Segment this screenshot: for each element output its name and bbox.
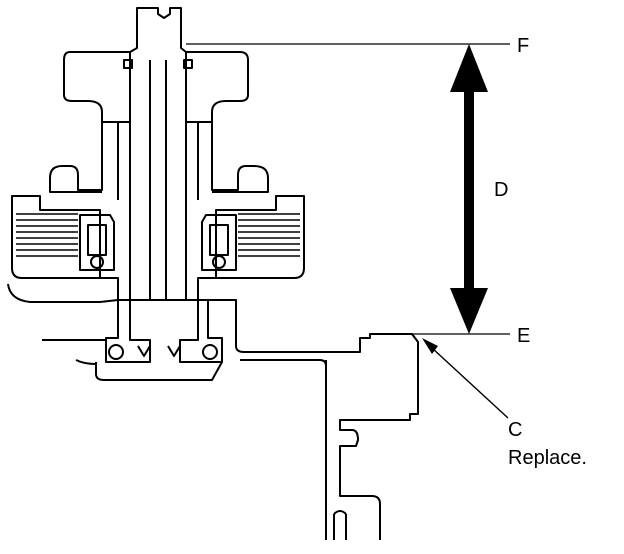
seal-lip-right (167, 345, 181, 357)
clutch-plates-right (238, 213, 300, 257)
center-shaft (129, 7, 187, 301)
case-lower-wall (95, 361, 223, 381)
piston-left (79, 214, 115, 271)
left-extension-line (42, 339, 106, 365)
transmission-case (198, 299, 419, 540)
lower-hub-right (186, 277, 216, 301)
dimension-arrow-d (450, 44, 488, 334)
left-support-contour (7, 283, 119, 303)
spring-left (87, 224, 107, 256)
label-replace: Replace. (508, 447, 587, 469)
ball-left (90, 255, 104, 269)
upper-drum-right (186, 51, 249, 123)
case-lower-slot (333, 510, 347, 540)
label-d: D (494, 179, 509, 201)
spring-right (209, 224, 229, 256)
label-f: F (517, 35, 530, 57)
label-c: C (508, 419, 523, 441)
middle-drum-left (49, 122, 103, 193)
upper-drum-left (63, 51, 130, 123)
upper-seal-right (183, 59, 193, 69)
bearing-ball-right (202, 344, 218, 360)
leader-line-c (431, 347, 509, 419)
clutch-plates-left (16, 213, 78, 257)
upper-seal-left (123, 59, 133, 69)
lower-hub-left (100, 277, 130, 301)
ball-right (212, 255, 226, 269)
label-e: E (517, 325, 531, 347)
seal-lip-left (137, 345, 151, 357)
piston-right (201, 214, 237, 271)
case-left-contour (240, 359, 327, 367)
bearing-ball-left (108, 344, 124, 360)
bearing-housing-left (105, 300, 151, 363)
bearing-housing-right (179, 300, 223, 363)
leader-arrowhead-c (422, 338, 438, 354)
clutch-housing-left (11, 195, 101, 279)
middle-drum-right (211, 122, 269, 193)
clutch-housing-right (215, 195, 305, 279)
